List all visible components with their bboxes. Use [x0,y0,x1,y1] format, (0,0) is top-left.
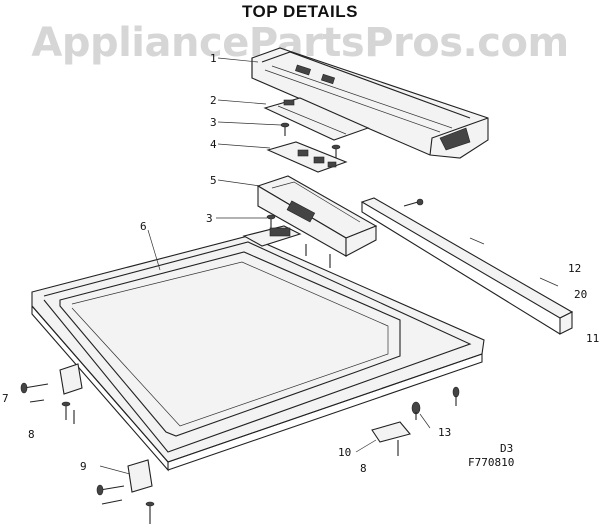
part-hinge-left [20,363,83,424]
label-part-20: 20 [574,288,587,301]
part-bracket [263,97,370,141]
label-part-10: 10 [338,446,351,459]
label-part-12: 12 [568,262,581,275]
part-control-panel [251,47,489,159]
label-part-3-upper: 3 [210,116,217,129]
part-hinge-right [371,386,460,456]
label-part-13: 13 [438,426,451,439]
part-hinge-lower-left [96,459,155,524]
diagram-code: D3 [500,442,513,455]
label-part-6: 6 [140,220,147,233]
label-part-11: 11 [586,332,599,345]
label-part-7: 7 [2,392,9,405]
label-part-3-lower: 3 [206,212,213,225]
label-part-2: 2 [210,94,217,107]
diagram-title: TOP DETAILS [241,2,359,21]
part-switch [266,141,348,173]
label-part-9: 9 [80,460,87,473]
label-part-1: 1 [210,52,217,65]
label-part-5: 5 [210,174,217,187]
part-housing [256,175,378,268]
label-part-4: 4 [210,138,217,151]
part-top-cover [31,225,485,472]
figure-number: F770810 [468,456,514,469]
label-part-8-left: 8 [28,428,35,441]
label-part-8-right: 8 [360,462,367,475]
leader-lines [99,57,431,475]
part-hinge-strip [360,197,574,335]
